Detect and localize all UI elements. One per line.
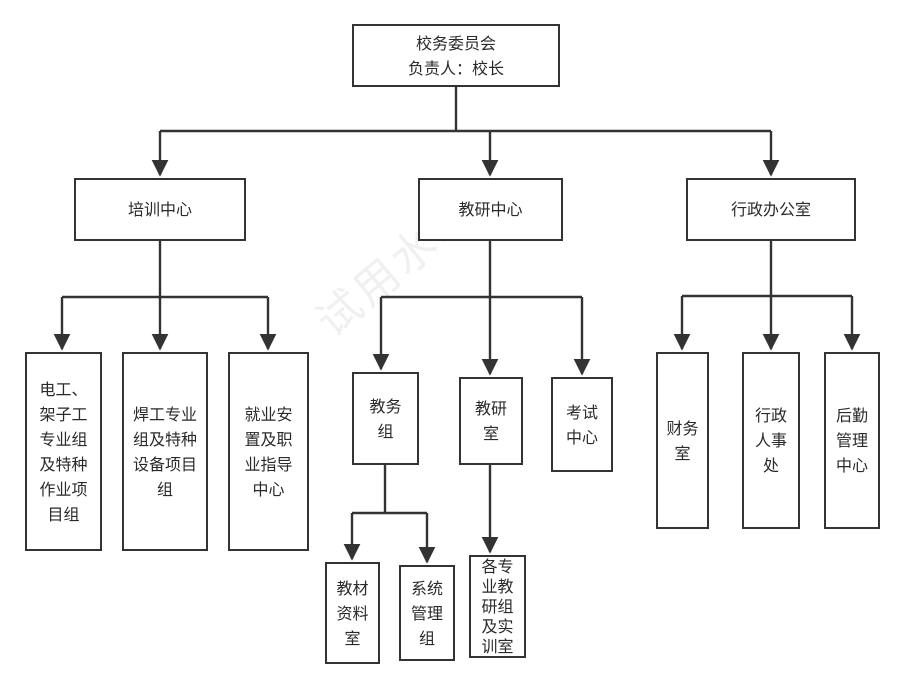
node-label: 教材 资料 室 <box>336 578 369 648</box>
node-label: 教研 室 <box>474 399 507 443</box>
node-admin-office[interactable]: 行政办公室 <box>686 178 856 241</box>
node-finance-office[interactable]: 财务 室 <box>656 352 709 529</box>
node-research-center[interactable]: 教研中心 <box>418 178 563 241</box>
node-exam-center[interactable]: 考试 中心 <box>551 377 613 472</box>
node-training-center[interactable]: 培训中心 <box>74 178 246 241</box>
node-academic-affairs[interactable]: 教务 组 <box>352 372 419 465</box>
root-title: 校务委员会 <box>415 33 496 53</box>
node-label: 财务 室 <box>666 418 699 463</box>
node-system-management[interactable]: 系统 管理 组 <box>399 565 455 661</box>
node-label: 培训中心 <box>127 200 192 219</box>
node-electrician-group[interactable]: 电工、 架子工 专业组 及特种 作业项 目组 <box>25 352 102 551</box>
node-root[interactable]: 校务委员会 负责人：校长 <box>352 24 560 87</box>
node-label: 教研中心 <box>458 200 523 219</box>
root-subtitle: 负责人：校长 <box>407 58 504 78</box>
node-label: 各专 业教 研组 及实 训室 <box>481 556 514 656</box>
node-label: 系统 管理 组 <box>410 578 443 648</box>
node-label: 行政 人事 处 <box>754 406 787 475</box>
node-specialty-research-labs[interactable]: 各专 业教 研组 及实 训室 <box>469 555 526 658</box>
node-label: 教务 组 <box>369 396 402 441</box>
node-label: 就业安 置及职 业指导 中心 <box>244 404 293 499</box>
node-label: 考试 中心 <box>565 402 598 447</box>
node-teaching-research-office[interactable]: 教研 室 <box>459 377 523 465</box>
node-welder-group[interactable]: 焊工专业 组及特种 设备项目 组 <box>122 352 208 551</box>
node-label: 电工、 架子工 专业组 及特种 作业项 目组 <box>39 379 88 524</box>
node-employment-center[interactable]: 就业安 置及职 业指导 中心 <box>228 352 309 551</box>
node-label: 行政办公室 <box>730 200 811 219</box>
node-materials-room[interactable]: 教材 资料 室 <box>325 562 380 664</box>
node-logistics-center[interactable]: 后勤 管理 中心 <box>824 352 880 529</box>
node-label: 焊工专业 组及特种 设备项目 组 <box>132 404 197 499</box>
node-label: 后勤 管理 中心 <box>835 406 868 475</box>
node-hr-office[interactable]: 行政 人事 处 <box>742 352 800 529</box>
